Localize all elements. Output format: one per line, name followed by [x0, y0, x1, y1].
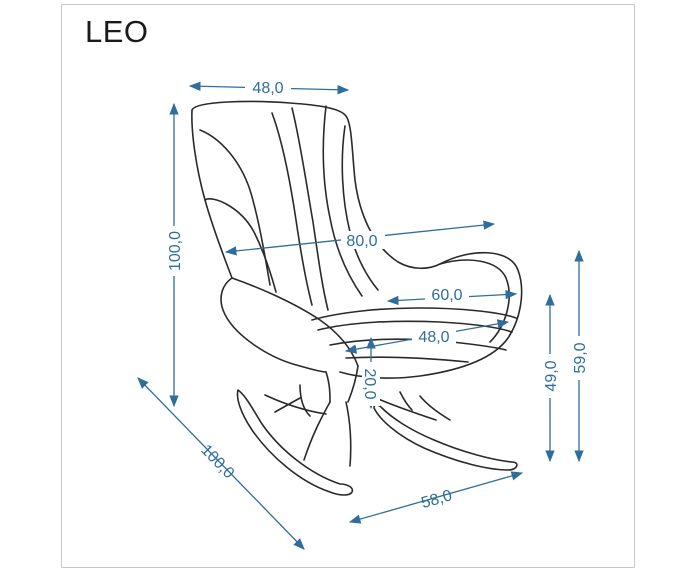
label-base-width: 58,0: [419, 487, 454, 512]
label-seat-depth: 48,0: [418, 329, 449, 346]
label-armrest-width: 60,0: [431, 287, 462, 304]
label-seat-to-back: 80,0: [346, 233, 377, 250]
label-cushion-thickness: 20,0: [361, 368, 378, 399]
armrest-left: [220, 277, 327, 373]
product-name: LEO: [85, 14, 149, 49]
chair-line-art: [191, 100, 523, 496]
dimension-label-backings: [165, 79, 588, 406]
dim-line-depth-diagonal: [137, 377, 305, 550]
backrest-channel-left: [204, 198, 277, 293]
label-overall-height: 100,0: [167, 231, 184, 271]
label-back-width: 48,0: [252, 80, 283, 97]
rocker-left: [236, 389, 354, 496]
rocker-right: [373, 404, 518, 471]
base-leg-left: [303, 401, 331, 461]
backrest-outline: [191, 100, 441, 270]
dimension-labels: 48,0 100,0 100,0 80,0 60,0 48,0 20,0 49,…: [167, 80, 589, 512]
label-depth-diagonal: 100,0: [197, 442, 237, 483]
dim-line-base-width: [348, 471, 524, 524]
label-armrest-height: 59,0: [572, 342, 589, 373]
seat-cushion: [311, 307, 517, 321]
backrest-channel-mid: [271, 112, 313, 306]
label-seat-height: 49,0: [543, 360, 560, 391]
